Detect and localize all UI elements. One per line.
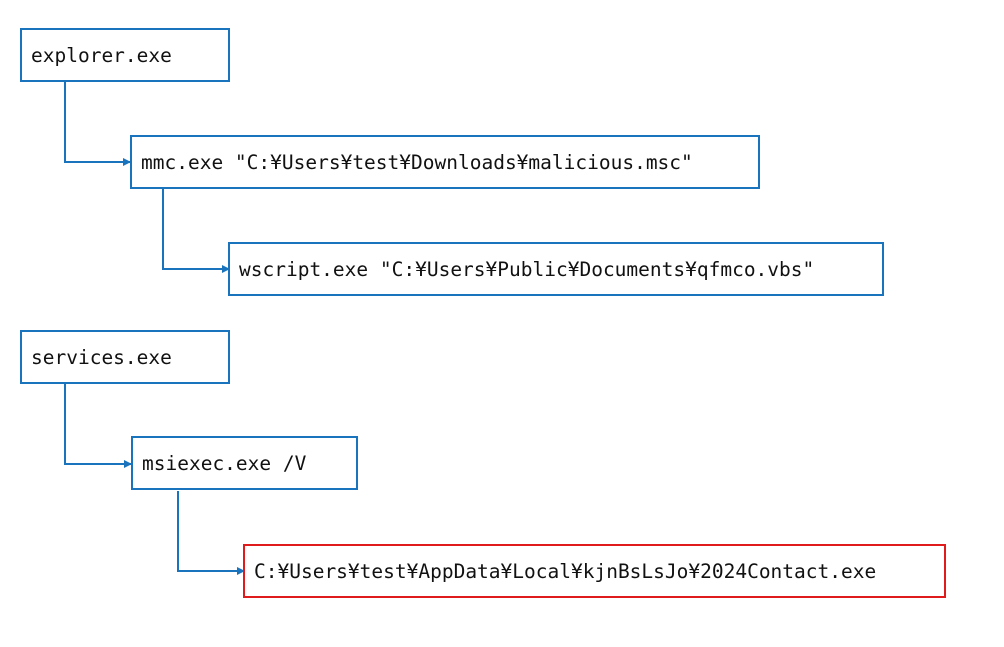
edge-services-to-msiexec — [64, 384, 132, 468]
edge-explorer-to-mmc — [64, 82, 131, 166]
edge-mmc-to-wscript — [162, 189, 230, 273]
process-node-msiexec: msiexec.exe /V — [131, 436, 358, 490]
process-node-wscript: wscript.exe "C:¥Users¥Public¥Documents¥q… — [228, 242, 884, 296]
process-node-services: services.exe — [20, 330, 230, 384]
process-node-mmc: mmc.exe "C:¥Users¥test¥Downloads¥malicio… — [130, 135, 760, 189]
edge-msiexec-to-contact — [177, 491, 245, 575]
process-node-explorer: explorer.exe — [20, 28, 230, 82]
process-node-contact-suspicious: C:¥Users¥test¥AppData¥Local¥kjnBsLsJo¥20… — [243, 544, 946, 598]
